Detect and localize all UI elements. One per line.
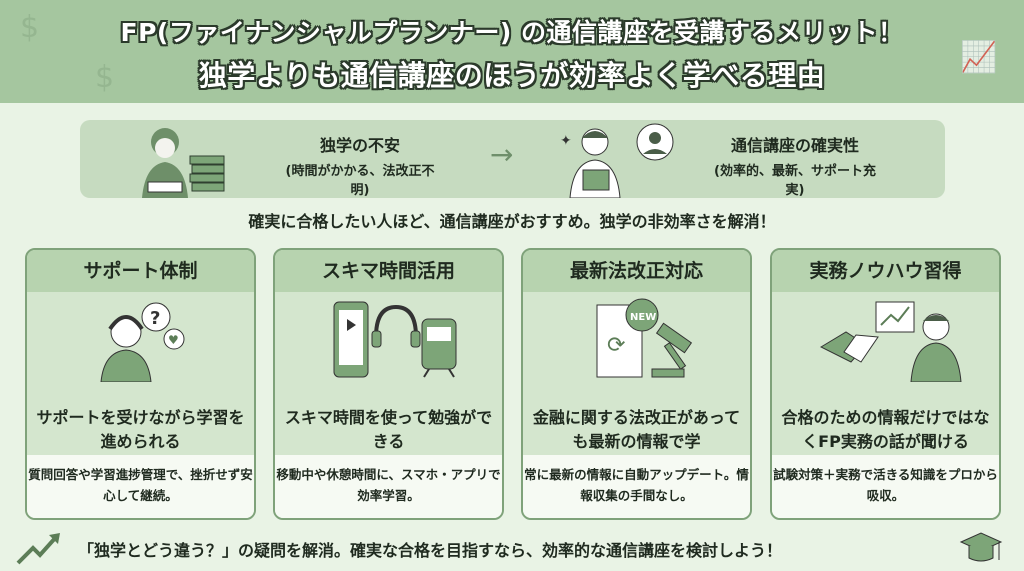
self-study-anxiety: 独学の不安 (時間がかかる、法改正不明) — [280, 132, 440, 198]
card-title: サポート体制 — [27, 250, 254, 292]
self-study-heading: 独学の不安 — [319, 136, 400, 155]
support-operator-icon: ?♥ — [27, 292, 254, 387]
footer-message: 「独学とどう違う？」の疑問を解消。確実な合格を目指すなら、効率的な通信講座を検討… — [78, 541, 783, 560]
document-gavel-icon: ⟳ NEW — [523, 292, 750, 387]
title-line-1: FP(ファイナンシャルプランナー) の通信講座を受講するメリット！ — [120, 18, 904, 47]
course-sub: (効率的、最新、サポート充実) — [714, 164, 876, 198]
card-detail-text: 常に最新の情報に自動アップデート。情報収集の手間なし。 — [523, 455, 750, 518]
header-banner: $ $ 📈 FP(ファイナンシャルプランナー) の通信講座を受講するメリット！ … — [0, 0, 1024, 103]
card-main-text: スキマ時間を使って勉強ができる — [284, 408, 493, 451]
card-main-text: 金融に関する法改正があっても最新の情報で学 — [532, 408, 741, 451]
card-practical-knowhow: 実務ノウハウ習得 合格のための情報だけではなくFP実務の話が聞ける 試験対策＋実… — [770, 248, 1001, 520]
card-support: サポート体制 ?♥ サポートを受けながら学習を進められる 質問回答や学習進捗管理… — [25, 248, 256, 520]
confident-learner-icon: ✦ — [560, 123, 674, 198]
comparison-panel: 独学の不安 (時間がかかる、法改正不明) → ✦ 通信講座の確実性 (効率的、最… — [80, 120, 945, 198]
money-bag-icon: $ — [95, 60, 115, 95]
handshake-businessman-icon — [772, 292, 999, 387]
svg-text:✦: ✦ — [560, 133, 572, 149]
card-detail-text: 質問回答や学習進捗管理で、挫折せず安心して継続。 — [27, 455, 254, 518]
self-study-sub: (時間がかかる、法改正不明) — [285, 164, 435, 198]
course-heading: 通信講座の確実性 — [730, 136, 859, 155]
card-title: スキマ時間活用 — [275, 250, 502, 292]
svg-text:⟳: ⟳ — [607, 333, 625, 358]
card-detail-text: 移動中や休憩時間に、スマホ・アプリで効率学習。 — [275, 455, 502, 518]
card-law-revision: 最新法改正対応 ⟳ NEW 金融に関する法改正があっても最新の情報で学 常に最新の… — [521, 248, 752, 520]
arrow-right-icon: → — [490, 138, 514, 171]
card-spare-time: スキマ時間活用 スキマ時間を使って勉強ができる 移動中や休憩時間に、スマホ・アプ… — [273, 248, 504, 520]
card-title: 実務ノウハウ習得 — [772, 250, 999, 292]
smartphone-headphones-train-icon — [275, 292, 502, 387]
svg-text:?: ? — [150, 308, 160, 329]
svg-text:♥: ♥ — [168, 333, 179, 347]
worried-student-icon — [142, 128, 225, 198]
card-main-text: 合格のための情報だけではなくFP実務の話が聞ける — [781, 408, 990, 451]
growth-chart-icon: 📈 — [960, 40, 998, 75]
title-line-2: 独学よりも通信講座のほうが効率よく学べる理由 — [198, 59, 826, 92]
course-certainty: 通信講座の確実性 (効率的、最新、サポート充実) — [710, 132, 880, 198]
card-main-text: サポートを受けながら学習を進められる — [36, 408, 245, 451]
coins-icon: $ — [20, 10, 40, 45]
new-badge: NEW — [630, 312, 656, 323]
card-title: 最新法改正対応 — [523, 250, 750, 292]
card-detail-text: 試験対策＋実務で活きる知識をプロから吸収。 — [772, 455, 999, 518]
lead-text: 確実に合格したい人ほど、通信講座がおすすめ。独学の非効率さを解消！ — [248, 212, 776, 231]
rising-arrow-icon — [16, 533, 60, 565]
graduation-cap-icon — [959, 532, 1003, 562]
